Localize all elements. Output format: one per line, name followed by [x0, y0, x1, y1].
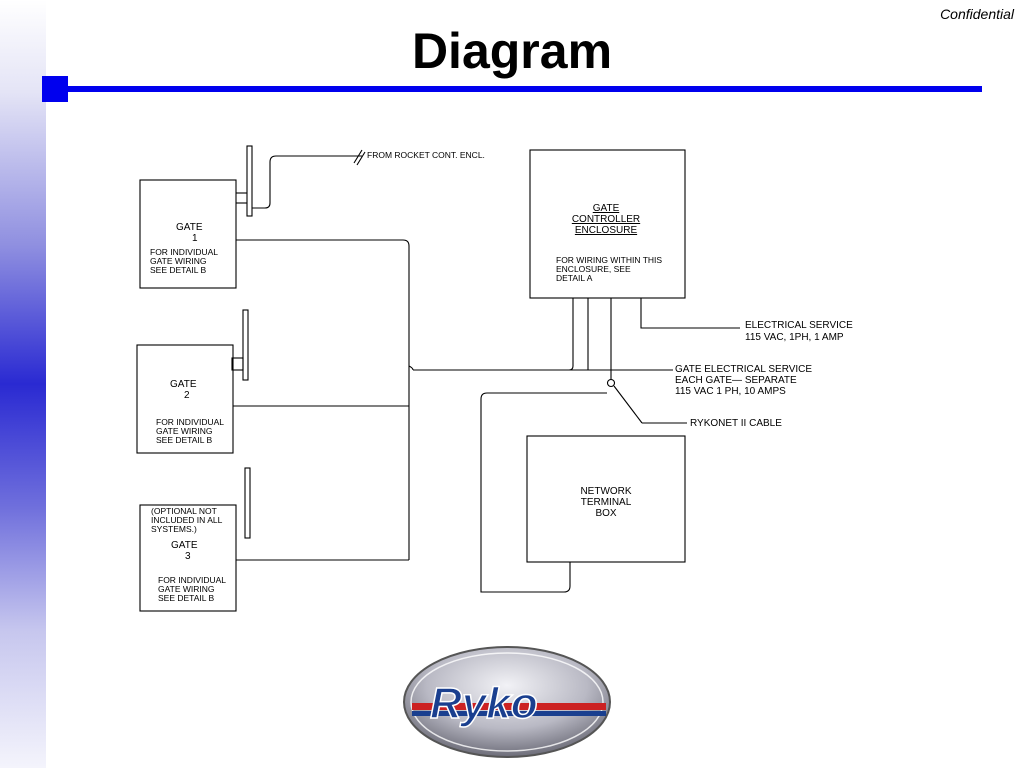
gate-2-box [136, 344, 234, 454]
gate-3-note: SEE DETAIL B [158, 593, 215, 603]
gate-1-note: GATE WIRING [150, 256, 207, 266]
logo-text: Ryko [430, 679, 538, 728]
controller-title: CONTROLLER [572, 214, 640, 225]
rocket-wire [252, 155, 362, 209]
gate-1-note: FOR INDIVIDUAL [150, 247, 218, 257]
gate-2-arm [242, 309, 249, 381]
gate-1-arm [246, 145, 253, 217]
gate-3-note: GATE WIRING [158, 584, 215, 594]
gate-2-name: GATE [170, 379, 197, 390]
network-terminal-box [526, 435, 686, 563]
logo-oval [403, 646, 611, 758]
network-box-label: NETWORK [580, 486, 631, 497]
controller-enclosure [529, 149, 686, 299]
gate-2-note: SEE DETAIL B [156, 435, 213, 445]
gate-service-label: 115 VAC 1 PH, 10 AMPS [675, 386, 786, 397]
electrical-service-label: ELECTRICAL SERVICE [745, 320, 853, 331]
controller-note: ENCLOSURE, SEE [556, 264, 631, 274]
ryko-logo: Ryko [403, 646, 611, 758]
gate-3-name: GATE [171, 540, 198, 551]
confidential-label: Confidential [940, 6, 1014, 22]
gate-1-note: SEE DETAIL B [150, 265, 207, 275]
gate-3-optional: SYSTEMS.) [151, 524, 197, 534]
logo-red-stripe [412, 703, 606, 710]
gate-3-optional: (OPTIONAL NOT [151, 506, 217, 516]
title-rule [64, 86, 982, 92]
gate-2-note: GATE WIRING [156, 426, 213, 436]
controller-note: FOR WIRING WITHIN THIS [556, 255, 662, 265]
gate-3-box [139, 504, 237, 612]
from-rocket-label: FROM ROCKET CONT. ENCL. [367, 150, 485, 160]
side-gradient-bar [0, 0, 46, 768]
network-box-label: TERMINAL [581, 497, 632, 508]
gate-1-box [139, 179, 237, 289]
gate-1-name: GATE [176, 222, 203, 233]
network-box-label: BOX [595, 508, 616, 519]
gate-service-label: GATE ELECTRICAL SERVICE [675, 364, 812, 375]
gate-2-num: 2 [184, 390, 190, 401]
gate-service-label: EACH GATE— SEPARATE [675, 375, 797, 386]
controller-title: GATE [593, 203, 620, 214]
gate-1-wire [236, 239, 410, 560]
gate-3-note: FOR INDIVIDUAL [158, 575, 226, 585]
page-title: Diagram [411, 23, 613, 79]
gate-3-num: 3 [185, 551, 191, 562]
gate-3-optional: INCLUDED IN ALL [151, 515, 223, 525]
gate-3-arm [244, 467, 251, 539]
gate-2-note: FOR INDIVIDUAL [156, 417, 224, 427]
title-accent-square [42, 76, 68, 102]
gate-1-num: 1 [192, 233, 198, 244]
rykonet-label: RYKONET II CABLE [690, 418, 782, 429]
controller-note: DETAIL A [556, 273, 593, 283]
logo-blue-stripe [412, 711, 606, 716]
electrical-service-spec: 115 VAC, 1PH, 1 AMP [745, 332, 844, 343]
controller-title: ENCLOSURE [575, 225, 638, 236]
